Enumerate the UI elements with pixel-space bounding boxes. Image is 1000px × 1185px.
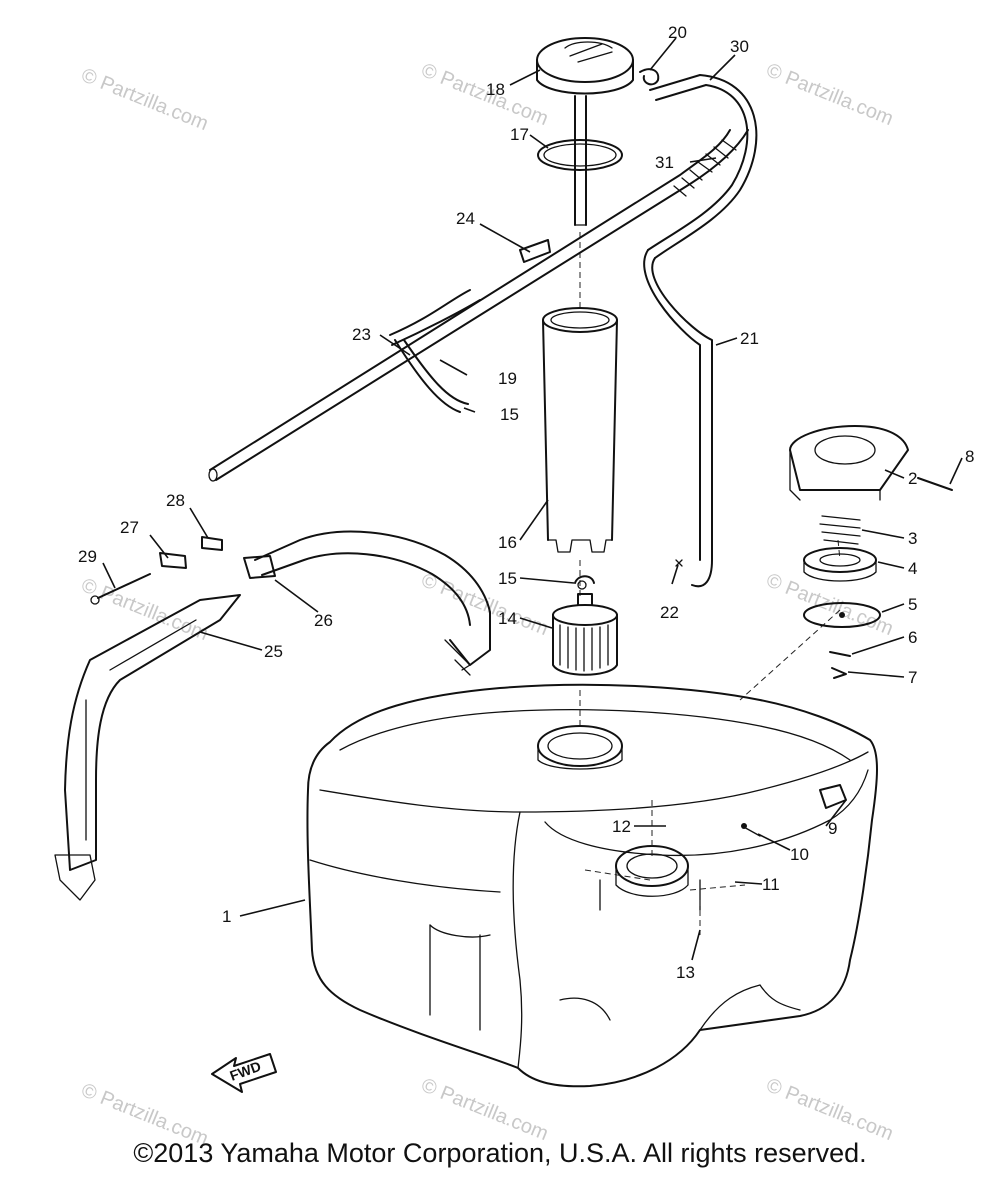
- callout-5: 5: [908, 595, 917, 614]
- callout-21: 21: [740, 329, 759, 348]
- callout-15a: 15: [498, 569, 517, 588]
- callout-26: 26: [314, 611, 333, 630]
- callout-25: 25: [264, 642, 283, 661]
- callout-8: 8: [965, 447, 974, 466]
- forward-direction-indicator: FWD: [211, 1053, 277, 1093]
- pump-unit: [536, 37, 634, 676]
- watermark: © Partzilla.com: [78, 64, 211, 135]
- fuel-tank: [306, 683, 878, 1088]
- callout-17: 17: [510, 125, 529, 144]
- callout-12: 12: [612, 817, 631, 836]
- callout-24: 24: [456, 209, 475, 228]
- callout-labels: 1 2 3 4 5 6 7 8 9 10 11 12 13 14 15 15 1…: [78, 23, 974, 982]
- hoses: [208, 68, 758, 588]
- callout-18: 18: [486, 80, 505, 99]
- callout-29: 29: [78, 547, 97, 566]
- watermark: © Partzilla.com: [763, 59, 896, 130]
- callout-6: 6: [908, 628, 917, 647]
- watermark: © Partzilla.com: [78, 574, 211, 645]
- callout-16: 16: [498, 533, 517, 552]
- callout-31: 31: [655, 153, 674, 172]
- watermark: © Partzilla.com: [763, 1074, 896, 1145]
- callout-23: 23: [352, 325, 371, 344]
- callout-9: 9: [828, 819, 837, 838]
- callout-20: 20: [668, 23, 687, 42]
- callout-27: 27: [120, 518, 139, 537]
- callout-30: 30: [730, 37, 749, 56]
- callout-10: 10: [790, 845, 809, 864]
- leader-lines: [102, 37, 963, 961]
- callout-28: 28: [166, 491, 185, 510]
- callout-19: 19: [498, 369, 517, 388]
- callout-4: 4: [908, 559, 917, 578]
- watermark: © Partzilla.com: [418, 1074, 551, 1145]
- watermark: © Partzilla.com: [418, 569, 551, 640]
- cap-assembly: [789, 425, 953, 679]
- callout-3: 3: [908, 529, 917, 548]
- callout-1: 1: [222, 907, 231, 926]
- watermark: © Partzilla.com: [418, 59, 551, 130]
- callout-7: 7: [908, 668, 917, 687]
- fwd-label: FWD: [228, 1058, 263, 1084]
- brackets: [54, 530, 491, 901]
- callout-22: 22: [660, 603, 679, 622]
- callout-15b: 15: [500, 405, 519, 424]
- copyright-notice: ©2013 Yamaha Motor Corporation, U.S.A. A…: [133, 1138, 867, 1168]
- watermark: © Partzilla.com: [763, 569, 896, 640]
- callout-2: 2: [908, 469, 917, 488]
- callout-14: 14: [498, 609, 517, 628]
- callout-13: 13: [676, 963, 695, 982]
- callout-11: 11: [762, 875, 780, 894]
